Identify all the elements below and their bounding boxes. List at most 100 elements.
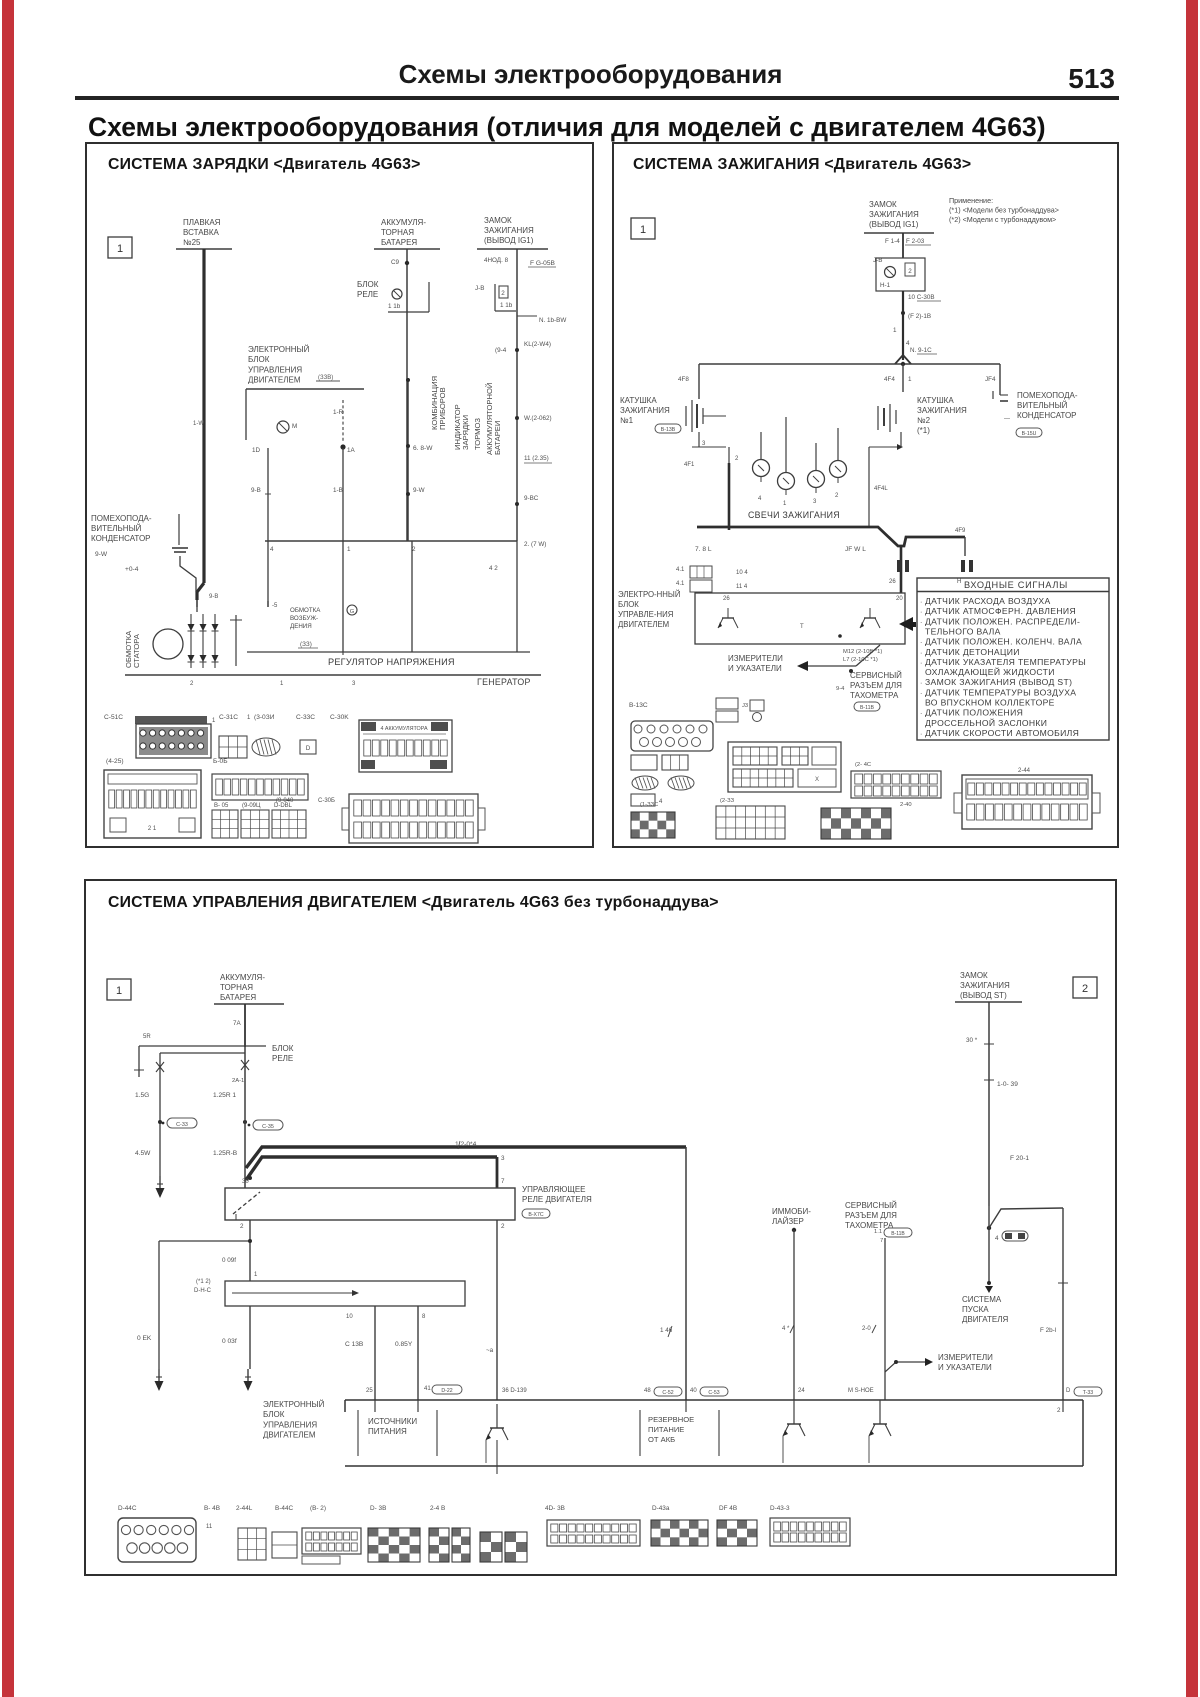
svg-text:(ВЫВОД IG1): (ВЫВОД IG1) xyxy=(869,220,919,229)
svg-text:ГЕНЕРАТОР: ГЕНЕРАТОР xyxy=(477,677,531,687)
svg-text:J3: J3 xyxy=(742,703,748,709)
svg-text:B-11B: B-11B xyxy=(860,705,875,711)
svg-text:7. 8 L: 7. 8 L xyxy=(695,546,712,553)
svg-text:РЕЛЕ: РЕЛЕ xyxy=(357,290,378,299)
svg-text:(ВЫВОД IG1): (ВЫВОД IG1) xyxy=(484,236,534,245)
svg-text:ИЗМЕРИТЕЛИ: ИЗМЕРИТЕЛИ xyxy=(938,1353,993,1362)
svg-text:36 D-139: 36 D-139 xyxy=(502,1388,527,1394)
svg-text:0 09f: 0 09f xyxy=(222,1257,236,1264)
svg-text:8: 8 xyxy=(422,1314,426,1320)
svg-text:2: 2 xyxy=(908,268,912,275)
svg-text:КАТУШКА: КАТУШКА xyxy=(917,396,954,405)
svg-text:ПИТАНИЯ: ПИТАНИЯ xyxy=(368,1427,407,1436)
svg-text:·: · xyxy=(920,609,922,616)
svg-text:48: 48 xyxy=(644,1388,651,1394)
svg-text:6. 8-W: 6. 8-W xyxy=(413,445,433,452)
svg-text:(F 2)-1B: (F 2)-1B xyxy=(908,313,931,320)
svg-text:ЭЛЕКТРОННЫЙ: ЭЛЕКТРОННЫЙ xyxy=(263,1400,325,1409)
svg-text:КАТУШКА: КАТУШКА xyxy=(620,396,657,405)
svg-text:ДАТЧИК УКАЗАТЕЛЯ ТЕМПЕРАТУРЫ: ДАТЧИК УКАЗАТЕЛЯ ТЕМПЕРАТУРЫ xyxy=(925,657,1086,667)
svg-text:2: 2 xyxy=(501,1223,505,1230)
svg-text:C-33C: C-33C xyxy=(296,714,315,721)
svg-text:B-13C: B-13C xyxy=(629,702,648,709)
svg-text:2: 2 xyxy=(1057,1407,1061,1414)
svg-text:B-11B: B-11B xyxy=(891,1231,905,1237)
svg-text:26: 26 xyxy=(889,579,896,585)
svg-text:+0-4: +0-4 xyxy=(125,566,139,573)
svg-text:КОНДЕНСАТОР: КОНДЕНСАТОР xyxy=(1017,411,1077,420)
svg-text:1-B: 1-B xyxy=(333,487,343,494)
svg-text:J-B: J-B xyxy=(873,257,882,264)
svg-text:ДЕНИЯ: ДЕНИЯ xyxy=(290,623,312,630)
svg-text:Б-0Б: Б-0Б xyxy=(213,758,228,765)
svg-text:ВО ВПУСКНОМ КОЛЛЕКТОРЕ: ВО ВПУСКНОМ КОЛЛЕКТОРЕ xyxy=(925,698,1055,708)
svg-text:КОМБИНАЦИЯ: КОМБИНАЦИЯ xyxy=(430,376,439,430)
svg-text:0 03f: 0 03f xyxy=(222,1338,237,1345)
svg-text:ДВИГАТЕЛЕМ: ДВИГАТЕЛЕМ xyxy=(263,1431,316,1440)
svg-text:·: · xyxy=(920,731,922,738)
svg-text:УПРАВЛЕНИЯ: УПРАВЛЕНИЯ xyxy=(263,1420,317,1429)
svg-text:(2- 4C: (2- 4C xyxy=(855,762,871,768)
svg-text:4D- 3B: 4D- 3B xyxy=(545,1505,565,1512)
svg-text:ДВИГАТЕЛЕМ: ДВИГАТЕЛЕМ xyxy=(618,620,669,629)
svg-text:G: G xyxy=(350,609,355,615)
svg-text:(3-0ЗИ: (3-0ЗИ xyxy=(254,714,275,721)
svg-text:C-35: C-35 xyxy=(262,1124,274,1130)
svg-text:ОБМОТКА: ОБМОТКА xyxy=(124,630,133,668)
svg-text:2 1: 2 1 xyxy=(148,826,157,832)
svg-text:1.25R-B: 1.25R-B xyxy=(213,1150,238,1157)
svg-text:F 20-1: F 20-1 xyxy=(1010,1155,1029,1162)
svg-text:F G-05B: F G-05B xyxy=(530,260,556,267)
svg-text:9-BC: 9-BC xyxy=(524,495,539,502)
svg-text:4 2: 4 2 xyxy=(489,565,498,572)
svg-text:4.1: 4.1 xyxy=(676,581,685,587)
svg-text:40: 40 xyxy=(690,1388,697,1394)
svg-text:ТОРНАЯ: ТОРНАЯ xyxy=(220,983,253,992)
svg-text:·: · xyxy=(920,599,922,606)
svg-text:11 (2.35): 11 (2.35) xyxy=(524,455,549,462)
svg-text:СТАТОРА: СТАТОРА xyxy=(132,633,141,668)
svg-text:C-30K: C-30K xyxy=(330,714,349,721)
svg-text:D-H-C: D-H-C xyxy=(194,1288,212,1294)
svg-text:4.1: 4.1 xyxy=(676,567,685,573)
svg-text:X: X xyxy=(815,777,819,783)
svg-text:РЕЛЕ ДВИГАТЕЛЯ: РЕЛЕ ДВИГАТЕЛЯ xyxy=(522,1195,592,1204)
svg-text:ИНДИКАТОР: ИНДИКАТОР xyxy=(453,404,462,450)
svg-text:РЕЛЕ: РЕЛЕ xyxy=(272,1054,293,1063)
svg-text:2-4 B: 2-4 B xyxy=(430,1505,445,1512)
svg-text:ЗАЖИГАНИЯ: ЗАЖИГАНИЯ xyxy=(620,406,670,415)
svg-text:B-44C: B-44C xyxy=(275,1505,293,1512)
svg-text:ИЗМЕРИТЕЛИ: ИЗМЕРИТЕЛИ xyxy=(728,654,783,663)
svg-text:СВЕЧИ ЗАЖИГАНИЯ: СВЕЧИ ЗАЖИГАНИЯ xyxy=(748,510,840,520)
svg-text:БЛОК: БЛОК xyxy=(618,600,639,609)
svg-text:ДАТЧИК СКОРОСТИ АВТОМОБИЛЯ: ДАТЧИК СКОРОСТИ АВТОМОБИЛЯ xyxy=(925,728,1079,738)
svg-text:D-22: D-22 xyxy=(441,1388,452,1394)
svg-text:4.5W: 4.5W xyxy=(135,1150,151,1157)
svg-text:(B- 2): (B- 2) xyxy=(310,1505,326,1512)
svg-text:M: M xyxy=(292,423,297,430)
svg-text:КОНДЕНСАТОР: КОНДЕНСАТОР xyxy=(91,534,151,543)
svg-text:ПОМЕХОПОДА-: ПОМЕХОПОДА- xyxy=(91,514,152,523)
svg-text:1: 1 xyxy=(212,718,216,724)
svg-text:ИСТОЧНИКИ: ИСТОЧНИКИ xyxy=(368,1417,417,1426)
svg-text:ДАТЧИК ТЕМПЕРАТУРЫ ВОЗДУХА: ДАТЧИК ТЕМПЕРАТУРЫ ВОЗДУХА xyxy=(925,687,1076,697)
svg-text:1: 1 xyxy=(254,1272,258,1278)
svg-text:11: 11 xyxy=(206,1524,213,1530)
svg-text:1D: 1D xyxy=(252,447,261,454)
svg-text:БЛОК: БЛОК xyxy=(272,1044,294,1053)
svg-text:1.5G: 1.5G xyxy=(135,1092,149,1099)
svg-text:2: 2 xyxy=(412,546,416,553)
svg-text:26: 26 xyxy=(723,596,730,602)
svg-text:30: 30 xyxy=(242,1179,249,1185)
svg-text:·: · xyxy=(920,680,922,687)
svg-text:УПРАВЛЕ-НИЯ: УПРАВЛЕ-НИЯ xyxy=(618,610,673,619)
svg-text:2: 2 xyxy=(240,1223,244,1230)
svg-text:ВИТЕЛЬНЫЙ: ВИТЕЛЬНЫЙ xyxy=(1017,401,1068,410)
svg-text:ДВИГАТЕЛЕМ: ДВИГАТЕЛЕМ xyxy=(248,376,301,385)
svg-text:9-W: 9-W xyxy=(413,487,425,494)
svg-text:24: 24 xyxy=(798,1388,805,1394)
svg-text:M S-HOE: M S-HOE xyxy=(848,1388,874,1394)
svg-text:3: 3 xyxy=(352,681,356,687)
svg-text:·: · xyxy=(920,690,922,697)
svg-text:4: 4 xyxy=(758,496,762,502)
